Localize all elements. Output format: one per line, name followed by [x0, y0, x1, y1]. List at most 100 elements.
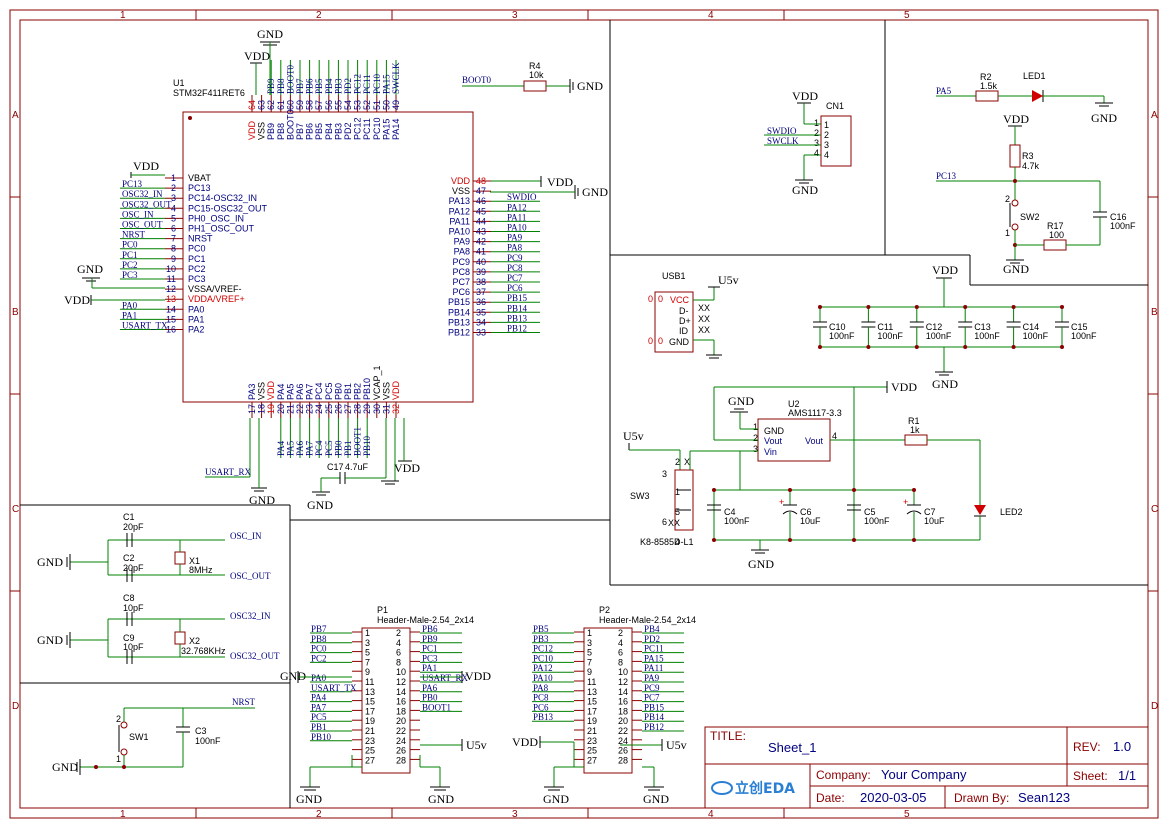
cn1-ref: CN1 [826, 101, 844, 111]
p2-part: Header-Male-2.54_2x14 [599, 615, 696, 625]
header-pin-number: 23 [587, 736, 597, 746]
power-label: GND [543, 792, 569, 806]
pa5-net: PA5 [936, 86, 952, 96]
u1-pin-name: PA2 [188, 325, 204, 335]
u1-pin-name: PB14 [448, 307, 470, 317]
svg-text:1: 1 [824, 120, 829, 130]
net-label: PB14 [644, 712, 665, 722]
net-label: PA0 [311, 673, 327, 683]
svg-text:立创EDA: 立创EDA [735, 780, 795, 797]
svg-text:Vout: Vout [805, 436, 824, 446]
svg-text:0: 0 [648, 336, 653, 346]
header-pin-number: 27 [587, 755, 597, 765]
header-pin-number: 14 [396, 687, 406, 697]
u1-pin-number: 54 [343, 100, 353, 110]
cap-ref: C12 [926, 322, 943, 332]
p2-header-body[interactable] [583, 627, 633, 774]
net-label: PB10 [311, 732, 332, 742]
lse-oscillator[interactable]: GND C8 10pF C9 10pF X2 32.768KHz OSC32_I… [37, 593, 280, 664]
date-value: 2020-03-05 [860, 790, 927, 805]
net-label: PC0 [311, 644, 327, 654]
net-label: USART_TX [311, 683, 357, 693]
p1-ref: P1 [377, 605, 388, 615]
cap-value: 100nF [724, 516, 750, 526]
r3-value: 4.7k [1022, 161, 1040, 171]
nc-mark-icon: X [684, 457, 690, 467]
usb1-connector[interactable]: USB1 VCC D- D+ ID GND 0 0 0 0 U5v XX XX … [648, 271, 739, 359]
c16-value: 100nF [1110, 221, 1136, 231]
gnd-label: GND [792, 183, 818, 197]
header-pin-number: 7 [587, 657, 592, 667]
net-label: SWDIO [507, 192, 537, 202]
u1-stm32-mcu[interactable]: U1 STM32F411RET6 [173, 78, 474, 403]
svg-text:1: 1 [1005, 228, 1010, 238]
u1-pin-number: 49 [391, 100, 401, 110]
vdd-label: VDD [792, 89, 818, 103]
u1-pin-name: PC8 [452, 267, 470, 277]
header-pin-number: 16 [618, 697, 628, 707]
net-label: BOOT1 [353, 427, 363, 456]
x1-value: 8MHz [189, 565, 213, 575]
led2-ref: LED2 [1000, 507, 1023, 517]
u1-pin-number: 7 [171, 234, 176, 244]
cn1-swd-connector[interactable]: CN1 1 2 3 4 1 2 3 4 VDD SWDIO SWCLK GND [764, 89, 852, 197]
u1-pin-name: PC10 [372, 117, 382, 140]
vdd-label: VDD [394, 461, 420, 475]
u1-pin-number: 11 [167, 274, 176, 284]
net-label: PB6 [422, 624, 438, 634]
header-pin-number: 5 [365, 648, 370, 658]
net-label: PB5 [314, 78, 324, 94]
header-pin-number: 12 [396, 677, 406, 687]
svg-text:D-: D- [679, 306, 689, 316]
r4-boot-resistor[interactable]: BOOT0 R4 10k GND [462, 61, 603, 93]
net-label: PB3 [333, 78, 343, 94]
u1-pin-number: 58 [305, 100, 315, 110]
net-label: PA4 [276, 440, 286, 456]
u1-pin-number: 17 [247, 404, 257, 414]
power-label: GND [428, 792, 454, 806]
company-label: Company: [816, 768, 871, 782]
net-label: PC12 [353, 74, 363, 94]
net-label: OSC32_IN [122, 189, 163, 199]
net-label: PA10 [533, 673, 553, 683]
hse-oscillator[interactable]: GND C1 20pF C2 20pF X1 8MHz OSC_IN OSC_O… [37, 512, 271, 582]
u1-pin-name: NRST [188, 234, 213, 244]
u2-regulator[interactable]: U2 AMS1117-3.3 GND Vout Vin Vout 1 2 3 4… [690, 380, 1023, 571]
u1-pin-name: VSS [381, 382, 391, 400]
zone-col-label: 3 [512, 10, 518, 21]
zone-row-label: B [1151, 307, 1158, 318]
vdd-label: VDD [64, 293, 90, 307]
c9-ref: C9 [123, 633, 135, 643]
header-pin-number: 4 [396, 638, 401, 648]
u1-pin-name: PB3 [333, 123, 343, 140]
u1-pin-name: VDDA/VREF+ [188, 294, 245, 304]
u1-pin-number: 61 [276, 100, 286, 110]
u1-pin-name: PC14-OSC32_IN [188, 193, 257, 203]
u1-pin-name: PC2 [188, 264, 206, 274]
net-label: PA7 [305, 440, 315, 456]
reset-circuit[interactable]: NRST 2 1 SW1 C3 100nF GND [52, 697, 256, 775]
sw3-power-switch[interactable]: U5v 3 2 1 6 5 4 SW3 K8-8585D-L1 X XX [623, 429, 694, 547]
swclk-net: SWCLK [767, 136, 799, 146]
svg-text:3: 3 [753, 444, 758, 454]
c16-ref: C16 [1110, 212, 1127, 222]
led1-circuit[interactable]: PA5 R2 1.5k LED1 GND [936, 71, 1117, 125]
net-label: PC4 [314, 440, 324, 456]
sheet-title: Sheet_1 [768, 740, 816, 755]
cap-ref: C6 [800, 507, 812, 517]
header-pin-number: 24 [396, 736, 406, 746]
u1-pin-name: PA10 [449, 227, 470, 237]
cap-ref: C14 [1023, 322, 1040, 332]
net-label: PA4 [311, 693, 327, 703]
u5v-label: U5v [623, 429, 644, 443]
net-label: OSC_IN [122, 209, 154, 219]
header-pin-number: 15 [587, 697, 597, 707]
zone-col-label: 1 [120, 809, 126, 820]
u1-pin-number: 63 [257, 100, 267, 110]
header-pin-number: 22 [618, 726, 628, 736]
r17-value: 100 [1049, 230, 1064, 240]
header-pin-number: 9 [587, 667, 592, 677]
sw2-circuit[interactable]: VDD R3 4.7k PC13 C16 100nF SW2 2 1 R17 1… [936, 112, 1136, 276]
u1-pin-number: 45 [476, 206, 486, 216]
